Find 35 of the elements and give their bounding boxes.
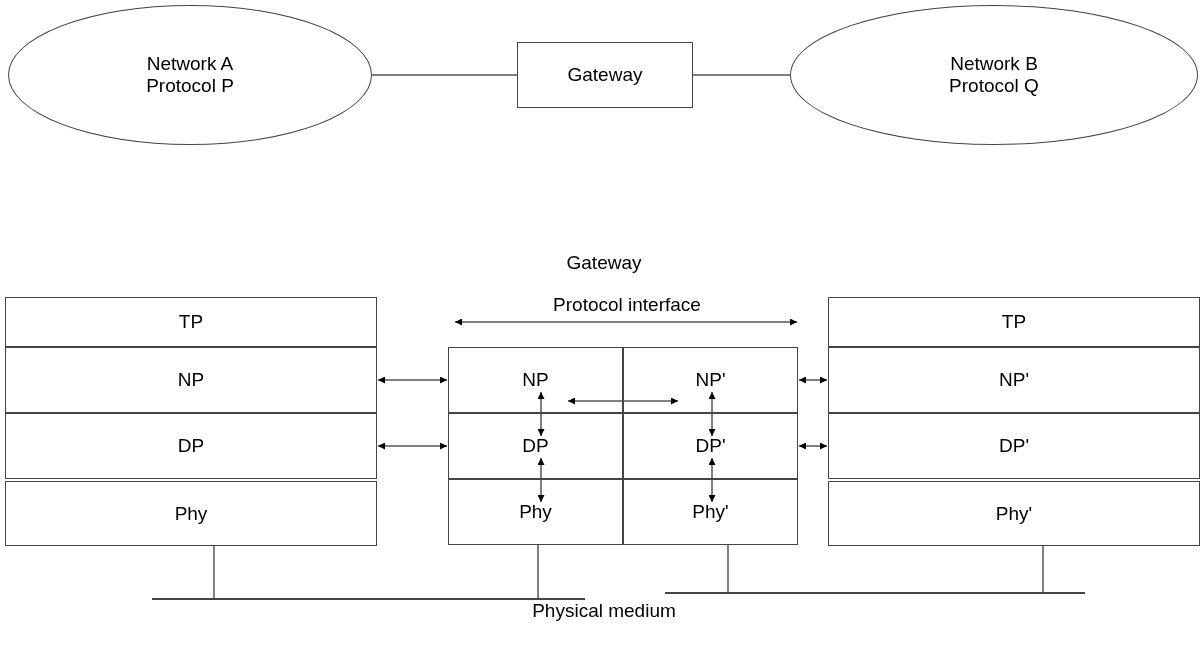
protocol-layer-box: TP — [5, 297, 377, 347]
protocol-layer-box: DP — [448, 413, 623, 479]
connector-line — [1042, 545, 1044, 593]
gateway-box: Gateway — [517, 42, 693, 108]
protocol-layer-box: NP' — [828, 347, 1200, 413]
protocol-layer-box: Phy' — [623, 479, 798, 545]
protocol-layer-box: TP — [828, 297, 1200, 347]
double-arrow — [377, 376, 448, 384]
protocol-layer-box: DP' — [623, 413, 798, 479]
connector-line — [692, 74, 791, 76]
double-arrow — [798, 376, 828, 384]
bus-line — [152, 598, 585, 600]
bus-line — [665, 592, 1085, 594]
protocol-layer-box: NP — [5, 347, 377, 413]
protocol-layer-box: NP' — [623, 347, 798, 413]
connector-line — [371, 74, 518, 76]
double-arrow — [537, 457, 545, 503]
double-arrow — [708, 457, 716, 503]
protocol-layer-box: DP' — [828, 413, 1200, 479]
protocol-layer-box: NP — [448, 347, 623, 413]
protocol-layer-box: Phy — [448, 479, 623, 545]
double-arrow — [708, 391, 716, 437]
medium-label: Physical medium — [532, 600, 676, 622]
double-arrow — [537, 391, 545, 437]
protocol-layer-box: Phy' — [828, 481, 1200, 546]
connector-line — [213, 545, 215, 599]
caption-label: Gateway — [566, 252, 642, 274]
interface-label: Protocol interface — [553, 294, 701, 316]
double-arrow — [377, 442, 448, 450]
protocol-layer-box: DP — [5, 413, 377, 479]
double-arrow — [798, 442, 828, 450]
connector-line — [727, 544, 729, 593]
double-arrow — [567, 397, 679, 405]
connector-line — [537, 544, 539, 599]
protocol-layer-box: Phy — [5, 481, 377, 546]
